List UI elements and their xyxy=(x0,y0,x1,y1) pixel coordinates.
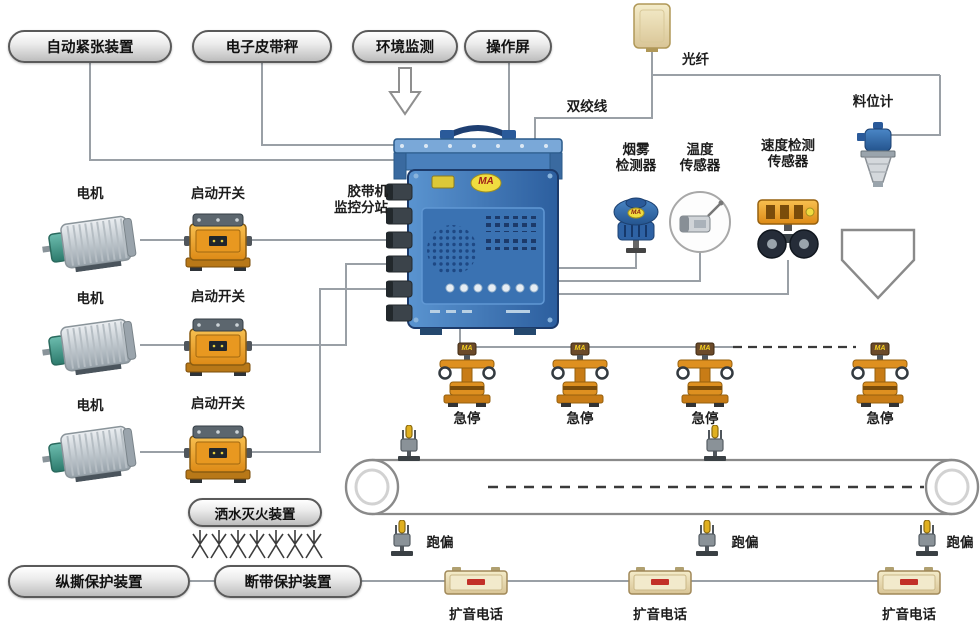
box-auto-tension: 自动紧张装置 xyxy=(8,30,172,63)
speed-sensor-device xyxy=(757,199,819,259)
label-switch: 启动开关 xyxy=(191,186,245,201)
wire xyxy=(534,50,653,139)
handle-icon xyxy=(446,125,510,139)
deviation-sensor-device xyxy=(390,520,414,556)
fiber-terminal-device xyxy=(633,3,671,52)
ma-mark: MA xyxy=(699,345,711,352)
box-break-protection: 断带保护装置 xyxy=(214,565,362,598)
smoke-detector-device xyxy=(613,197,659,253)
wire xyxy=(252,288,392,453)
label-temperature-sensor: 温度 传感器 xyxy=(679,142,721,174)
label-phone: 扩音电话 xyxy=(449,607,503,622)
indicator-grid xyxy=(484,216,536,232)
label-level-meter: 料位计 xyxy=(852,94,894,109)
label-motor: 电机 xyxy=(76,186,104,201)
deviation-sensor-device xyxy=(695,520,719,556)
box-water-spray: 洒水灭火装置 xyxy=(188,498,322,527)
label-estop: 急停 xyxy=(691,411,719,426)
ma-mark: MA xyxy=(574,345,586,352)
label-motor: 电机 xyxy=(76,291,104,306)
label-motor: 电机 xyxy=(76,398,104,413)
label-deviation: 跑偏 xyxy=(731,535,759,550)
label-estop: 急停 xyxy=(566,411,594,426)
sprinkler-icons xyxy=(191,530,323,559)
conveyor-belt xyxy=(344,458,980,516)
label-deviation: 跑偏 xyxy=(946,535,974,550)
start-switch-device xyxy=(184,421,252,483)
speaker-grid-icon xyxy=(427,225,477,275)
level-meter-device xyxy=(857,122,896,187)
wire xyxy=(89,63,402,161)
label-estop: 急停 xyxy=(866,411,894,426)
wire xyxy=(558,246,637,269)
temperature-sensor-device xyxy=(669,191,731,253)
label-substation: 胶带机 监控分站 xyxy=(334,184,388,216)
deviation-sensor-device xyxy=(915,520,939,556)
label-fiber: 光纤 xyxy=(682,52,709,67)
box-belt-scale: 电子皮带秤 xyxy=(192,30,332,63)
ma-mark: MA xyxy=(874,345,886,352)
ma-mark: MA xyxy=(478,176,494,187)
label-deviation: 跑偏 xyxy=(426,535,454,550)
wire xyxy=(890,75,941,136)
label-switch: 启动开关 xyxy=(191,289,245,304)
belt-roller xyxy=(924,458,980,516)
label-switch: 启动开关 xyxy=(191,396,245,411)
deviation-sensor-device xyxy=(397,425,421,461)
label-speed-sensor: 速度检测 传感器 xyxy=(761,138,815,170)
hopper-icon xyxy=(840,228,916,300)
label-smoke-detector: 烟雾 检测器 xyxy=(615,142,657,174)
wire xyxy=(261,63,394,146)
box-tear-protection: 纵撕保护装置 xyxy=(8,565,190,598)
box-operation-screen: 操作屏 xyxy=(464,30,552,63)
start-switch-device xyxy=(184,314,252,376)
ma-badge xyxy=(627,207,645,219)
ma-badge xyxy=(470,173,502,193)
label-phone: 扩音电话 xyxy=(633,607,687,622)
box-env-monitoring: 环境监测 xyxy=(352,30,458,63)
monitoring-substation-device xyxy=(386,125,563,335)
label-estop: 急停 xyxy=(453,411,481,426)
deviation-sensor-device xyxy=(703,425,727,461)
indicator-grid xyxy=(484,238,536,250)
start-switch-device xyxy=(184,209,252,271)
belt-roller xyxy=(344,458,400,516)
down-arrow-icon xyxy=(388,67,422,116)
ma-mark: MA xyxy=(630,209,642,216)
cable-connectors xyxy=(386,183,413,322)
wire xyxy=(558,260,789,295)
speaker-phone-device xyxy=(877,567,941,597)
speaker-phone-device xyxy=(628,567,692,597)
speaker-phone-device xyxy=(444,567,508,597)
label-phone: 扩音电话 xyxy=(882,607,936,622)
wire xyxy=(252,263,392,346)
ma-mark: MA xyxy=(461,345,473,352)
label-twisted-pair: 双绞线 xyxy=(566,99,608,114)
